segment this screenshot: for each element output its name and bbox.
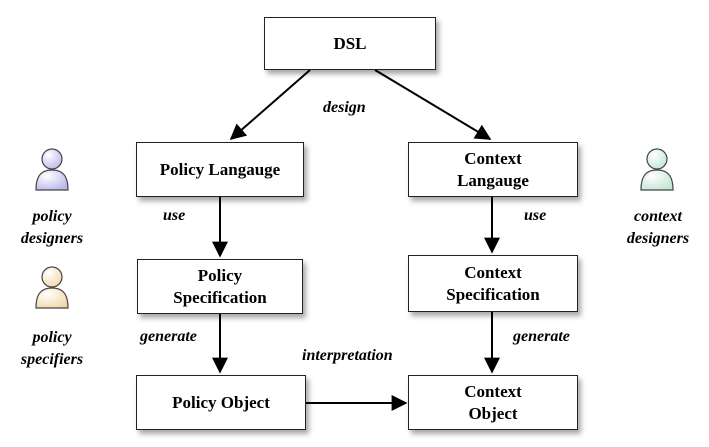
- policy-language-box: Policy Langauge: [136, 142, 304, 197]
- person-icon: [35, 148, 69, 191]
- context-language-box: Context Langauge: [408, 142, 578, 197]
- actor-label-context-designers: context designers: [626, 208, 690, 247]
- context-specification-box: Context Specification: [408, 255, 578, 312]
- policy-specification-box: Policy Specification: [137, 259, 303, 314]
- arrow-dsl-to-context-language: [374, 69, 492, 140]
- policy-object-box: Policy Object: [136, 375, 306, 430]
- person-icon: [640, 148, 674, 191]
- context-object-box: Context Object: [408, 375, 578, 430]
- arrow-dsl-to-policy-language: [229, 69, 311, 141]
- edge-label-generate-left: generate: [140, 328, 197, 345]
- person-icon: [35, 266, 69, 309]
- edge-label-use-left: use: [163, 207, 186, 224]
- edge-label-use-right: use: [524, 207, 547, 224]
- actor-label-policy-designers: policy designers: [20, 208, 84, 247]
- actor-label-policy-specifiers: policy specifiers: [20, 329, 84, 368]
- edge-label-interpretation: interpretation: [302, 347, 393, 364]
- edge-label-generate-right: generate: [513, 328, 570, 345]
- dsl-box: DSL: [264, 17, 436, 70]
- edge-label-design: design: [323, 99, 366, 116]
